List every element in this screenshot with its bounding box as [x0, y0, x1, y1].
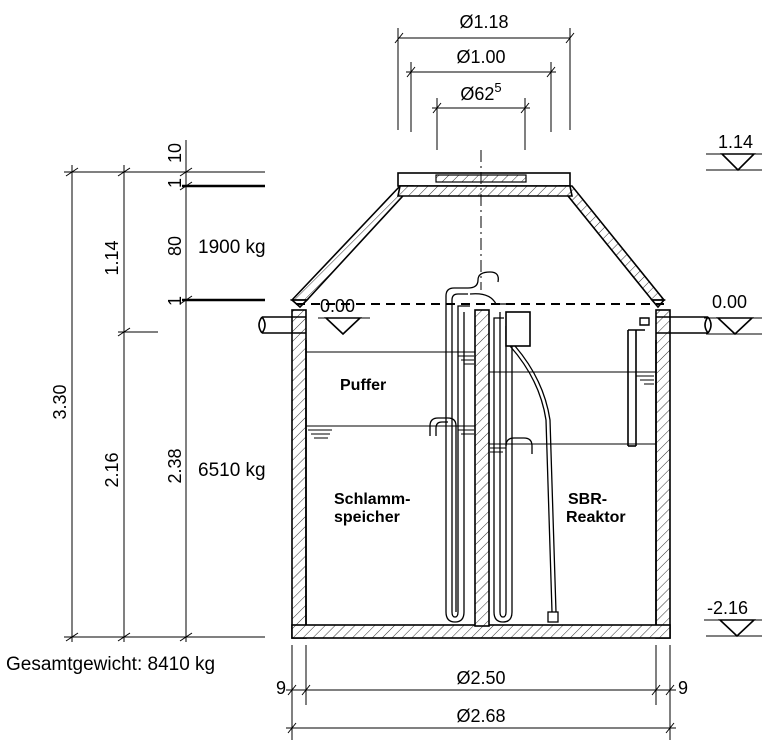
dim-9-left: 9	[276, 678, 286, 698]
label-sbr-1: SBR-	[568, 491, 607, 508]
level-zero-inside: 0.00	[320, 296, 355, 316]
internal-piping	[429, 271, 559, 623]
label-schlamm-1: Schlamm-	[334, 491, 410, 508]
dim-1a: 1	[165, 178, 185, 188]
level-top: 1.14	[718, 132, 753, 152]
label-puffer: Puffer	[340, 377, 386, 394]
label-schlamm-2: speicher	[334, 509, 400, 526]
dim-1b: 1	[165, 296, 185, 306]
weight-total: Gesamtgewicht: 8410 kg	[6, 654, 215, 675]
dim-216: 2.16	[102, 452, 122, 487]
dim-80: 80	[165, 236, 185, 256]
dim-10: 10	[165, 143, 185, 163]
control-box	[505, 311, 531, 347]
dim-d62: Ø625	[460, 80, 501, 104]
level-zero-right: 0.00	[712, 292, 747, 312]
level-markers: 1.14 0.00 0.00 -2.16	[318, 132, 762, 638]
dim-d100: Ø1.00	[456, 47, 505, 67]
inlet-pipe	[258, 316, 306, 334]
dim-114: 1.14	[102, 240, 122, 275]
dim-d268: Ø2.68	[456, 706, 505, 726]
dim-238: 2.38	[165, 448, 185, 483]
dim-d250: Ø2.50	[456, 668, 505, 688]
dim-9-right: 9	[678, 678, 688, 698]
dim-330: 3.30	[50, 384, 70, 419]
label-sbr-2: Reaktor	[566, 509, 626, 526]
left-dimensions: 3.30 1.14 2.16 10 1 80 1 2.38	[50, 140, 265, 642]
weight-lower: 6510 kg	[198, 460, 266, 481]
bottom-dimensions: 9 9 Ø2.50 Ø2.68	[276, 645, 688, 740]
dim-d118: Ø1.18	[459, 12, 508, 32]
level-bottom: -2.16	[707, 598, 748, 618]
weight-upper: 1900 kg	[198, 237, 266, 258]
top-dimensions: Ø1.18 Ø1.00 Ø625	[394, 12, 575, 150]
